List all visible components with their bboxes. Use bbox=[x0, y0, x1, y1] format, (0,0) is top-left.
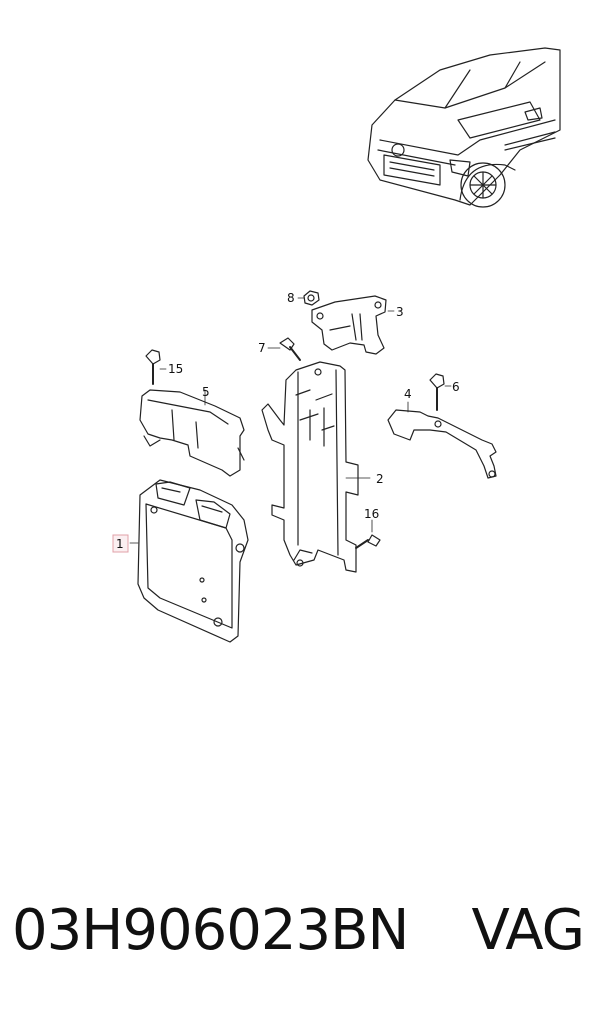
part-4-small-bracket bbox=[387, 401, 497, 479]
parts-exploded-diagram: 1 2 3 4 5 6 7 8 15 16 bbox=[112, 47, 561, 643]
callout-3: 3 bbox=[396, 305, 404, 319]
callout-15: 15 bbox=[168, 362, 183, 376]
callout-8: 8 bbox=[287, 291, 295, 305]
part-caption: 03H906023BN VAG bbox=[12, 898, 592, 988]
callout-16: 16 bbox=[364, 507, 379, 521]
part-15-screw bbox=[145, 349, 167, 385]
vehicle-illustration bbox=[367, 47, 561, 208]
part-2-main-bracket bbox=[261, 361, 371, 573]
callout-7: 7 bbox=[258, 341, 266, 355]
part-3-upper-bracket bbox=[311, 295, 395, 355]
part-16-bolt bbox=[355, 519, 381, 549]
brand-name: VAG bbox=[471, 898, 585, 963]
callout-5: 5 bbox=[202, 385, 210, 399]
part-number: 03H906023BN bbox=[12, 898, 409, 963]
callout-1-highlight bbox=[112, 534, 129, 553]
part-1-control-unit bbox=[129, 479, 249, 643]
callout-4: 4 bbox=[404, 387, 412, 401]
callout-2: 2 bbox=[376, 472, 384, 486]
callout-6: 6 bbox=[452, 380, 460, 394]
callout-1: 1 bbox=[116, 537, 124, 551]
part-5-holder bbox=[139, 389, 245, 477]
part-6-screw bbox=[429, 373, 452, 411]
part-8-nut bbox=[297, 290, 320, 306]
part-7-bolt bbox=[267, 337, 301, 361]
